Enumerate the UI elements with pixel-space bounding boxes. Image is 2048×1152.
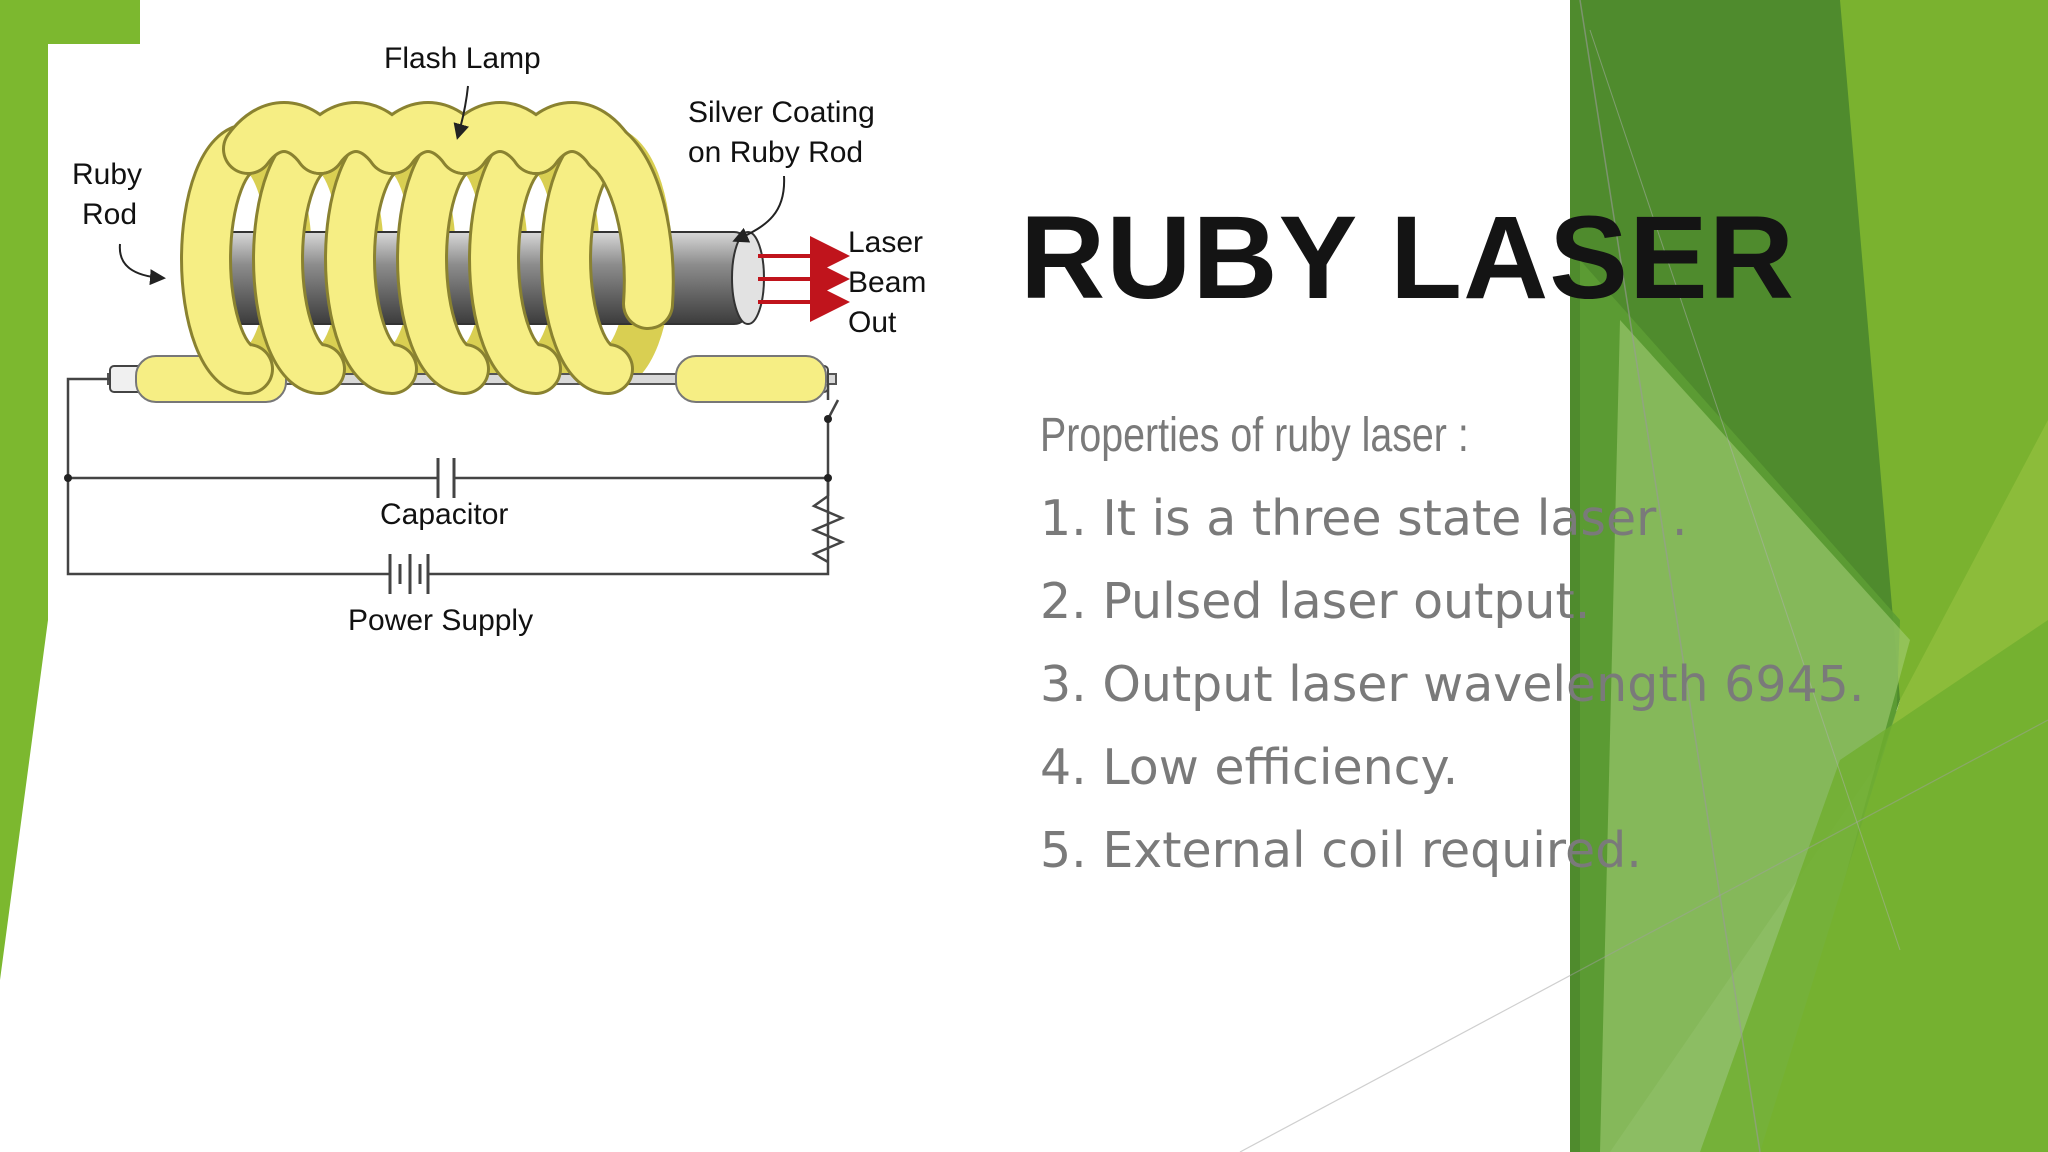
flash-lamp-label: Flash Lamp <box>384 44 541 75</box>
ruby-laser-diagram: Flash Lamp Silver Coating on Ruby Rod Ru… <box>48 42 948 664</box>
flash-lamp-pointer <box>453 85 469 140</box>
junction-dot <box>64 474 72 482</box>
ruby-laser-diagram-svg: Flash Lamp Silver Coating on Ruby Rod Ru… <box>64 42 926 637</box>
decor-line <box>1589 29 1901 951</box>
silver-coating-label: on Ruby Rod <box>688 136 863 169</box>
properties-heading: Properties of ruby laser : <box>1040 409 1469 462</box>
list-item: 5. External coil required. <box>1040 822 1642 879</box>
right-light-shape <box>1600 320 1910 1152</box>
silver-coating-pointer <box>732 175 786 243</box>
list-item: 1. It is a three state laser . <box>1040 490 1688 547</box>
list-item: 3. Output laser wavelength 6945. <box>1040 656 1865 713</box>
laser-beam <box>758 236 850 322</box>
ruby-rod-label: Rod <box>82 198 137 231</box>
laser-beam-label: Out <box>848 306 897 339</box>
ruby-rod-label: Ruby <box>72 158 142 191</box>
right-lower-shape <box>1700 620 2048 1152</box>
decor-line <box>1579 0 1761 1152</box>
ruby-rod-pointer <box>118 243 166 286</box>
slide-title: RUBY LASER <box>1020 192 1795 324</box>
capacitor-label: Capacitor <box>380 498 508 531</box>
list-item: 4. Low efficiency. <box>1040 739 1459 796</box>
circuit-wire <box>428 474 830 576</box>
silver-coating-label: Silver Coating <box>688 96 875 129</box>
laser-beam-label: Beam <box>848 266 926 299</box>
battery-symbol <box>388 554 430 594</box>
junction-dot <box>824 474 832 482</box>
list-item: 2. Pulsed laser output. <box>1040 573 1591 630</box>
laser-beam-label: Laser <box>848 226 923 259</box>
decor-line <box>1239 719 2048 1152</box>
junction-dot <box>824 415 832 423</box>
circuit <box>66 377 846 594</box>
properties-list: 1. It is a three state laser . 2. Pulsed… <box>1040 488 1864 903</box>
left-accent-shape <box>0 0 140 980</box>
flash-lamp-coil <box>180 101 675 395</box>
power-supply-label: Power Supply <box>348 604 533 637</box>
resistor-symbol <box>810 494 846 564</box>
